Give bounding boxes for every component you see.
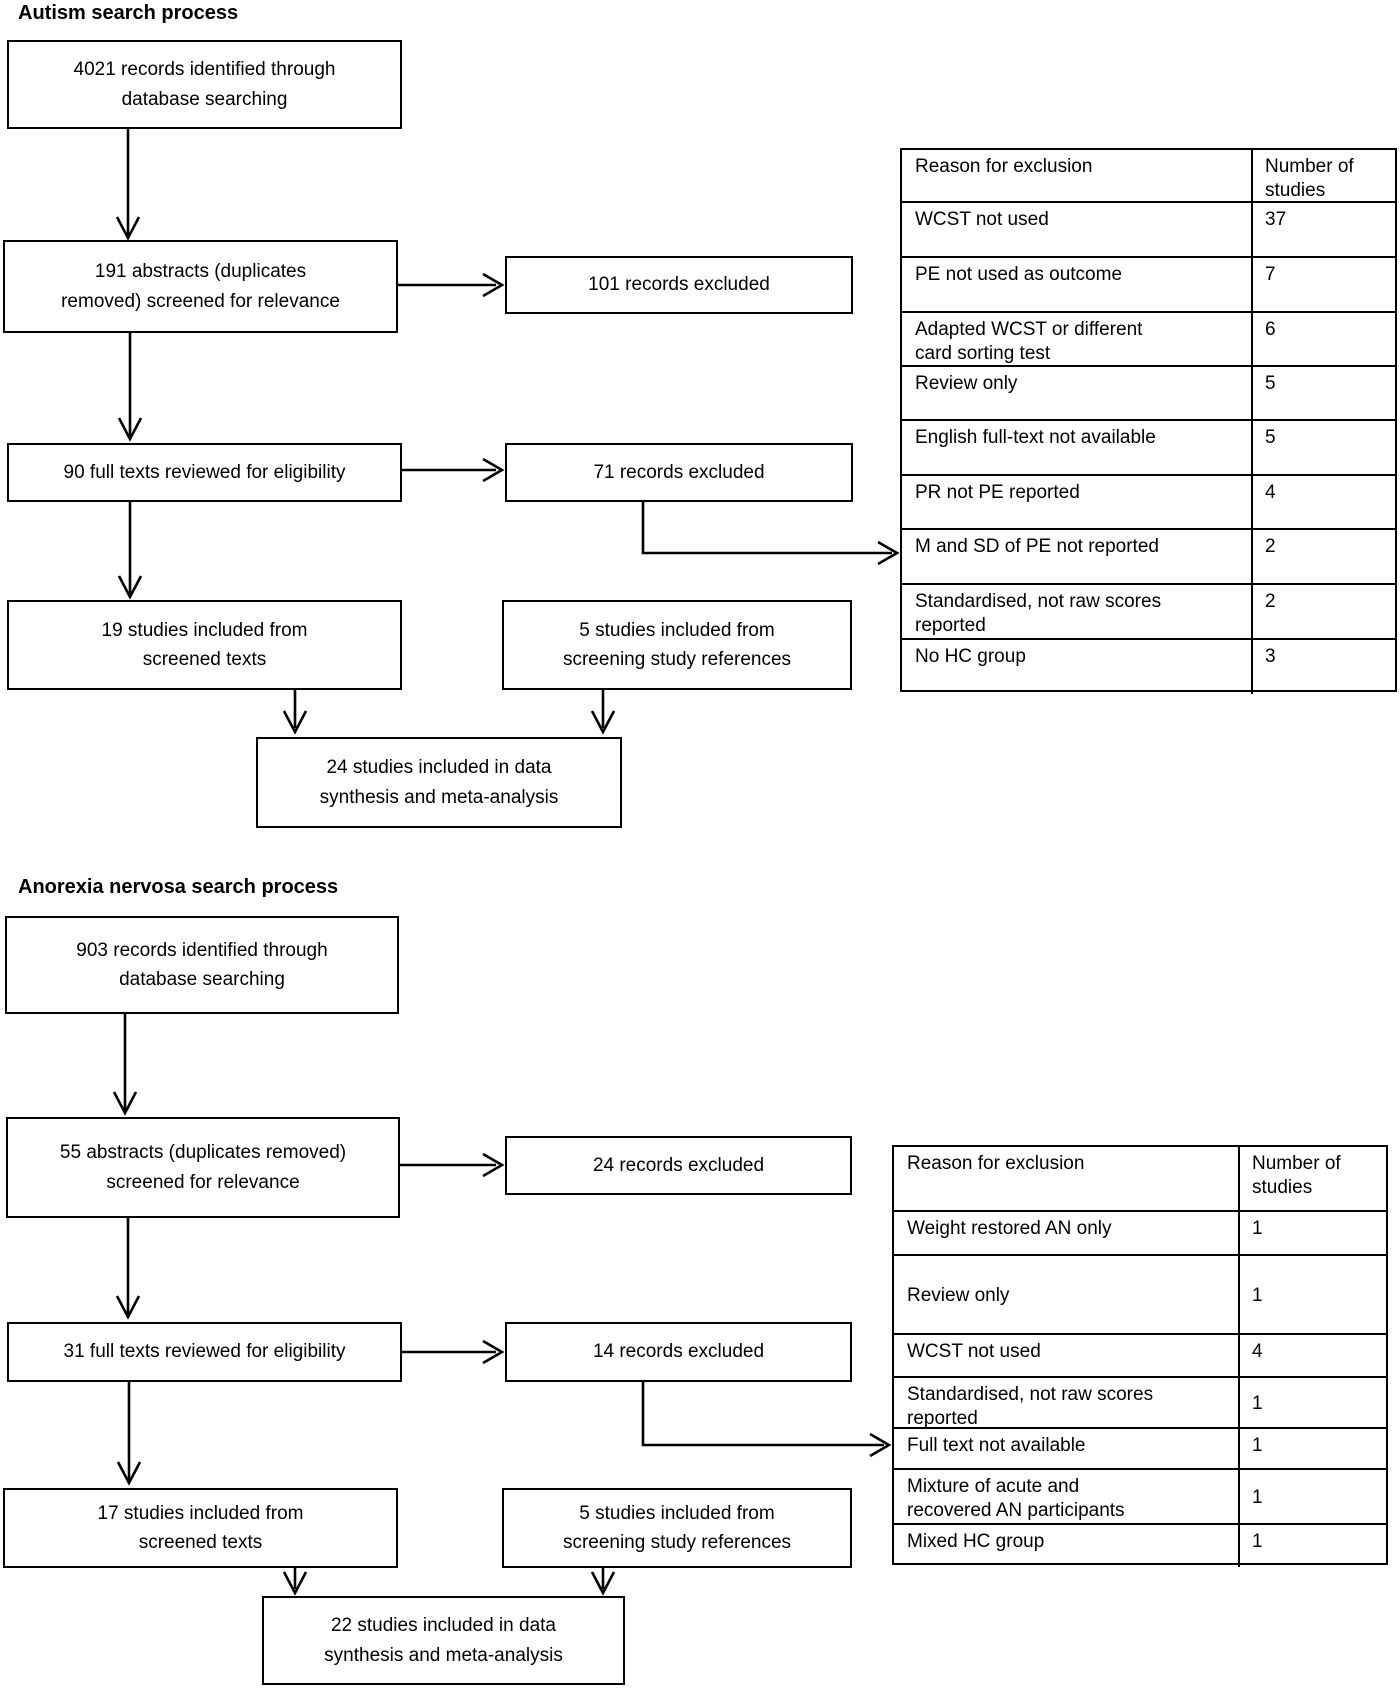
autism-exclusion-table: Reason for exclusion Number of studies W… bbox=[900, 148, 1397, 694]
arrow-abstracts-to-fulltexts bbox=[117, 333, 143, 442]
anorexia-included-from-screened-box: 17 studies included from screened texts bbox=[3, 1488, 398, 1568]
arrow-screened-to-final-an bbox=[282, 1568, 308, 1596]
arrow-fulltexts-to-excluded bbox=[402, 457, 505, 483]
arrow-screened-to-final bbox=[282, 690, 308, 735]
autism-section-title: Autism search process bbox=[18, 2, 239, 24]
table-cell-reason: No HC group bbox=[902, 640, 1253, 694]
arrow-references-to-final bbox=[590, 690, 616, 735]
arrow-references-to-final-an bbox=[590, 1568, 616, 1596]
table-cell-count: 4 bbox=[1253, 476, 1395, 530]
autism-records-excluded-screening-box: 101 records excluded bbox=[505, 256, 853, 314]
autism-full-texts-reviewed-box: 90 full texts reviewed for eligibility bbox=[7, 443, 402, 502]
table-cell-reason: Mixture of acute and recovered AN partic… bbox=[894, 1470, 1240, 1525]
table-cell-count: 4 bbox=[1240, 1335, 1386, 1378]
anorexia-abstracts-screened-box: 55 abstracts (duplicates removed) screen… bbox=[6, 1117, 400, 1218]
table-cell-count: 1 bbox=[1240, 1256, 1386, 1335]
table-cell-reason: Review only bbox=[894, 1256, 1240, 1335]
anorexia-included-final-box: 22 studies included in data synthesis an… bbox=[262, 1596, 625, 1685]
autism-records-identified-box: 4021 records identified through database… bbox=[7, 40, 402, 129]
table-cell-reason: Mixed HC group bbox=[894, 1525, 1240, 1567]
table-cell-count: 2 bbox=[1253, 530, 1395, 585]
table-cell-count: 1 bbox=[1240, 1470, 1386, 1525]
table-cell-count: 1 bbox=[1252, 1531, 1263, 1552]
table-header-reason: Reason for exclusion bbox=[902, 150, 1253, 203]
table-header-count: Number of studies bbox=[1240, 1147, 1386, 1212]
table-cell-count: 1 bbox=[1240, 1378, 1386, 1429]
autism-included-final-box: 24 studies included in data synthesis an… bbox=[256, 737, 622, 828]
anorexia-records-identified-box: 903 records identified through database … bbox=[5, 916, 399, 1014]
autism-records-excluded-fulltext-box: 71 records excluded bbox=[505, 443, 853, 502]
table-cell-reason: WCST not used bbox=[902, 203, 1253, 258]
table-cell-count: 7 bbox=[1253, 258, 1395, 313]
autism-included-from-references-box: 5 studies included from screening study … bbox=[502, 600, 852, 690]
arrow-fulltexts-to-excluded-an bbox=[402, 1339, 505, 1365]
table-cell-count: 6 bbox=[1253, 313, 1395, 367]
table-cell-reason: WCST not used bbox=[894, 1335, 1240, 1378]
table-header-count: Number of studies bbox=[1253, 150, 1395, 203]
arrow-identified-to-abstracts bbox=[115, 129, 141, 241]
table-cell-reason: Full text not available bbox=[894, 1429, 1240, 1470]
table-cell-reason: M and SD of PE not reported bbox=[902, 530, 1253, 585]
table-cell-count: 37 bbox=[1253, 203, 1395, 258]
arrow-abstracts-to-excluded bbox=[398, 272, 505, 298]
table-cell-reason: Standardised, not raw scores reported bbox=[902, 585, 1253, 640]
arrow-identified-to-abstracts-an bbox=[112, 1014, 138, 1116]
table-cell-reason: PE not used as outcome bbox=[902, 258, 1253, 313]
arrow-abstracts-to-excluded-an bbox=[400, 1152, 505, 1178]
anorexia-section-title: Anorexia nervosa search process bbox=[18, 876, 339, 898]
table-cell-count: 2 bbox=[1253, 585, 1395, 640]
arrow-fulltexts-to-included-an bbox=[116, 1382, 142, 1486]
table-cell-reason: Standardised, not raw scores reported bbox=[894, 1378, 1240, 1429]
autism-included-from-screened-box: 19 studies included from screened texts bbox=[7, 600, 402, 690]
table-cell-reason: PR not PE reported bbox=[902, 476, 1253, 530]
table-cell-count: 1 bbox=[1240, 1429, 1386, 1470]
table-cell-count: 5 bbox=[1253, 367, 1395, 421]
anorexia-included-from-references-box: 5 studies included from screening study … bbox=[502, 1488, 852, 1568]
arrow-fulltexts-to-included bbox=[117, 502, 143, 600]
autism-abstracts-screened-box: 191 abstracts (duplicates removed) scree… bbox=[3, 240, 398, 333]
anorexia-exclusion-table: Reason for exclusion Number of studies W… bbox=[892, 1145, 1388, 1567]
table-cell-reason: English full-text not available bbox=[902, 421, 1253, 476]
table-cell-reason: Review only bbox=[902, 367, 1253, 421]
table-cell-reason: Adapted WCST or different card sorting t… bbox=[902, 313, 1253, 367]
anorexia-records-excluded-screening-box: 24 records excluded bbox=[505, 1136, 852, 1195]
arrow-abstracts-to-fulltexts-an bbox=[115, 1218, 141, 1320]
table-cell-count: 1 bbox=[1240, 1212, 1386, 1256]
connector-excluded-to-table bbox=[641, 502, 900, 566]
anorexia-full-texts-reviewed-box: 31 full texts reviewed for eligibility bbox=[7, 1322, 402, 1382]
table-header-reason: Reason for exclusion bbox=[894, 1147, 1240, 1212]
table-cell-reason: Weight restored AN only bbox=[894, 1212, 1240, 1256]
table-cell-count: 3 bbox=[1265, 646, 1276, 667]
anorexia-records-excluded-fulltext-box: 14 records excluded bbox=[505, 1322, 852, 1382]
connector-excluded-to-table-an bbox=[641, 1382, 892, 1458]
table-cell-count: 5 bbox=[1253, 421, 1395, 476]
